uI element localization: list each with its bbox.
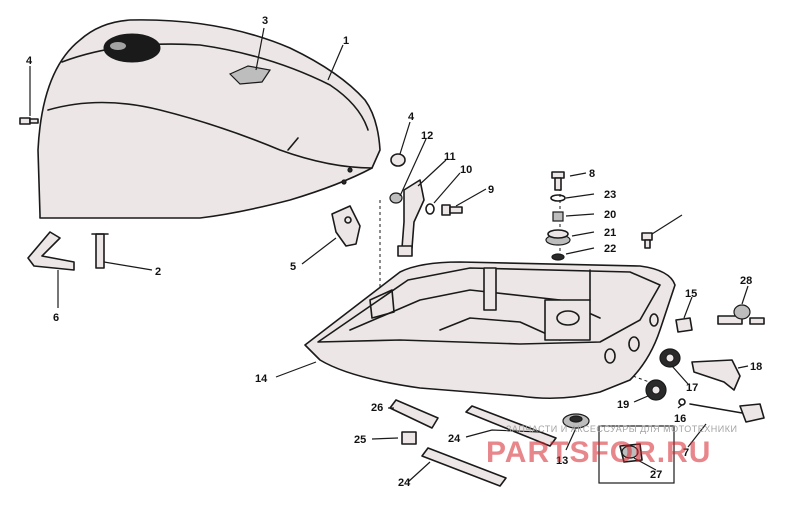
- latch-bracket: [91, 233, 109, 269]
- callout-3: 3: [262, 15, 268, 27]
- rivet-dot: [347, 167, 353, 173]
- callout-19: 19: [617, 399, 629, 411]
- cover-screw-left: [19, 117, 39, 125]
- hex-nut: [389, 192, 403, 204]
- callout-20: 20: [604, 209, 616, 221]
- callout-9: 9: [488, 184, 494, 196]
- spacer: [552, 211, 564, 222]
- rubber-seal-ring: [659, 348, 681, 368]
- decal-emblem: [228, 65, 272, 85]
- watermark-logo: PARTSFOR.RU: [486, 436, 711, 469]
- fuel-connector: [717, 304, 765, 325]
- callout-28: 28: [740, 275, 752, 287]
- callout-12: 12: [421, 130, 433, 142]
- callout-13: 13: [556, 455, 568, 467]
- callout-14: 14: [255, 373, 268, 385]
- screw: [641, 232, 653, 249]
- bolt: [441, 204, 463, 216]
- tube: [389, 399, 439, 429]
- rubber-grommet: [545, 229, 571, 246]
- callout-1: 1: [343, 35, 349, 47]
- grommet-ring: [645, 379, 667, 401]
- watermark-caption: ЗАПЧАСТИ И АКСЕССУАРЫ ДЛЯ МОТОТЕХНИКИ: [506, 424, 737, 434]
- callout-24-upper: 24: [448, 433, 461, 445]
- callout-27: 27: [650, 469, 662, 481]
- callout-8: 8: [589, 168, 595, 180]
- leader-lines: [29, 27, 749, 483]
- callout-labels: 1 2 3 4 4 5 6 7 8 9 10 11 12 13 14 15 16…: [26, 15, 762, 489]
- choke-rod: [689, 403, 765, 423]
- upper-motor-cover: [37, 19, 381, 219]
- rubber-seal: [27, 231, 75, 271]
- lock-washer: [551, 253, 565, 261]
- bushing: [401, 431, 417, 445]
- callout-21: 21: [604, 227, 616, 239]
- shift-lever: [691, 359, 741, 391]
- callout-4-right: 4: [408, 111, 415, 123]
- callout-17: 17: [686, 382, 698, 394]
- callout-16: 16: [674, 413, 686, 425]
- latch-plate: [331, 205, 361, 247]
- seal-strip-lower: [421, 447, 507, 487]
- callout-24-lower: 24: [398, 477, 411, 489]
- callout-23: 23: [604, 189, 616, 201]
- small-pin: [678, 398, 686, 406]
- callout-22: 22: [604, 243, 616, 255]
- seal-strip-upper: [465, 405, 557, 447]
- callout-4-left: 4: [26, 55, 33, 67]
- mount-bolt: [551, 171, 565, 191]
- callout-5: 5: [290, 261, 296, 273]
- callout-15: 15: [685, 288, 697, 300]
- cover-plug: [390, 153, 406, 167]
- latch-lever: [397, 179, 425, 257]
- callout-7: 7: [683, 447, 689, 459]
- callout-2: 2: [155, 266, 161, 278]
- washer: [425, 203, 435, 215]
- boxed-detail: [598, 425, 675, 484]
- rivet-dot: [341, 179, 347, 185]
- lower-motor-cover: [304, 261, 676, 400]
- callout-6: 6: [53, 312, 59, 324]
- pivot-pin: [675, 317, 693, 333]
- watermark: ЗАПЧАСТИ И АКСЕССУАРЫ ДЛЯ МОТОТЕХНИКИ PA…: [486, 424, 737, 469]
- callout-26: 26: [371, 402, 383, 414]
- flat-washer: [550, 194, 566, 202]
- callout-18: 18: [750, 361, 762, 373]
- callout-25: 25: [354, 434, 366, 446]
- callout-10: 10: [460, 164, 472, 176]
- callout-11: 11: [444, 151, 456, 163]
- bottom-grommet: [562, 413, 590, 429]
